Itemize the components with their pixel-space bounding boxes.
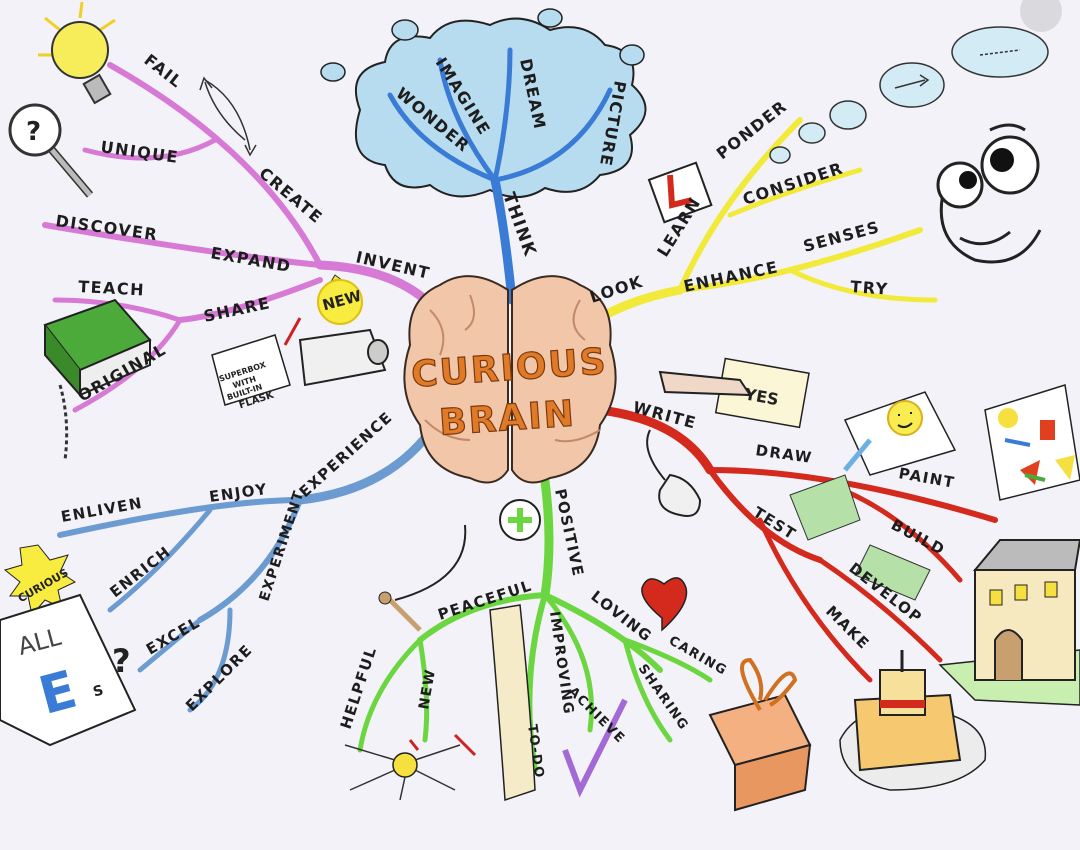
label-teach: TEACH [78,277,146,299]
label-discover: DISCOVER [54,211,159,244]
label-paint: PAINT [897,464,956,492]
todo-scroll-drawing [490,605,535,800]
label-excel: EXCEL [143,613,204,658]
house-drawing [940,540,1080,705]
svg-text:?: ? [112,642,131,680]
label-explore: EXPLORE [182,641,256,715]
sun-paper-drawing [845,392,955,475]
heart-icon [642,578,687,630]
svg-text:?: ? [26,117,41,147]
label-enhance: ENHANCE [682,257,780,296]
label-make: MAKE [822,602,873,653]
label-helpful: HELPFUL [337,644,381,731]
label-share: SHARE [202,293,273,326]
lightbulb-icon [38,2,115,103]
label-draw: DRAW [754,441,813,467]
face-icon [938,125,1040,262]
label-experiment: EXPERIMENT [257,488,308,603]
label-enrich: ENRICH [106,542,174,601]
label-expand: EXPAND [209,243,293,276]
plus-circle-icon [500,500,540,540]
label-build: BUILD [888,516,948,559]
thought-cloud [321,9,646,197]
label-try: TRY [850,277,890,299]
painting-canvas-drawing [985,385,1080,500]
label-positive: POSITIVE [551,487,587,579]
gift-box-drawing [710,660,810,810]
label-new: NEW [416,667,439,710]
label-unique: UNIQUE [99,137,180,167]
magnifier-icon: ? [10,105,90,195]
spark-bug-drawing [345,735,475,800]
